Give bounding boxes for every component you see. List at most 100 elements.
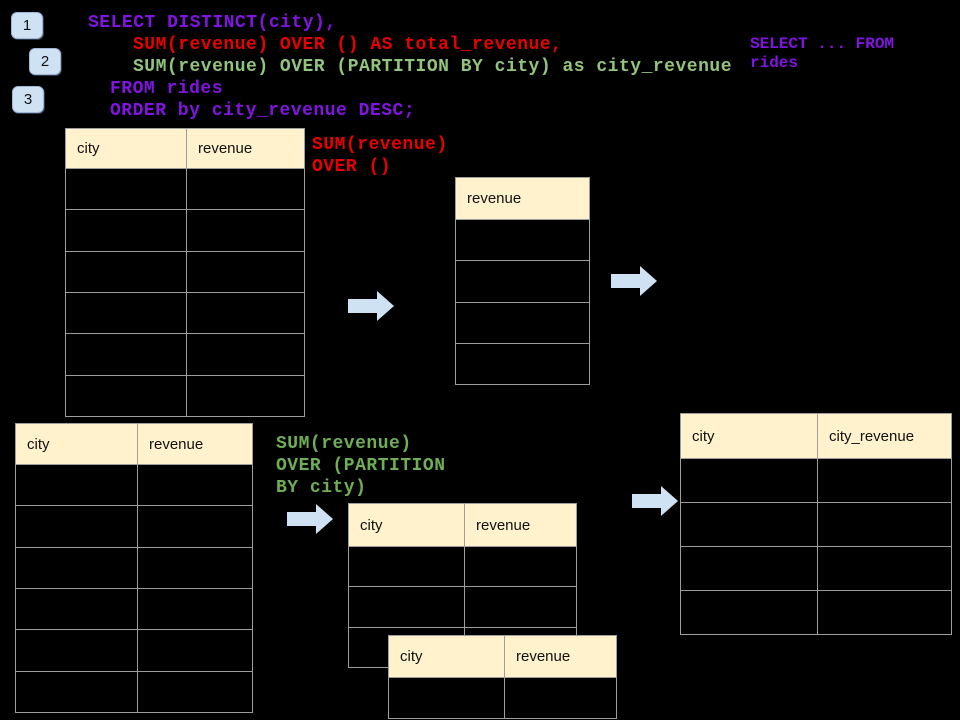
table-cell [16,548,137,588]
table-cell [137,630,252,671]
table-cell [137,588,252,630]
table-cell [817,503,951,546]
table-cell [504,678,616,718]
table-body [389,678,616,718]
table-cell [186,210,304,251]
table-cell [681,459,817,502]
annotation-partition-over: SUM(revenue) OVER (PARTITION BY city) [276,433,446,499]
table-cell [137,671,252,712]
table-row [66,210,304,252]
table-partition-back: city revenue [388,635,617,719]
column-header-revenue: revenue [504,636,616,677]
table-cell [464,547,576,587]
column-header-revenue: revenue [467,190,522,207]
column-header-city: city [400,648,423,665]
table-cell [137,547,252,588]
step-badge-2: 2 [29,48,61,75]
sql-line-partition: SUM(revenue) OVER (PARTITION BY city) as… [133,57,732,77]
table-rides-top: city revenue [65,128,305,417]
table-body [66,169,304,416]
table-cell [817,459,951,502]
table-row [66,292,304,335]
table-cell [389,678,504,718]
table-cell [456,303,589,343]
table-row [456,303,589,344]
flow-arrow-icon [348,291,394,321]
table-cell [349,547,464,586]
table-cell [456,261,589,301]
table-row [389,678,616,718]
step-badge-3: 3 [12,86,44,113]
table-cell [66,169,186,209]
table-cell [16,672,137,712]
arrow-head [316,504,333,534]
table-cell [16,506,137,546]
table-cell [681,591,817,634]
side-note-line2: rides [750,54,799,72]
annotation-partition-line3: BY city) [276,478,367,498]
table-cell [16,630,137,670]
table-header-row: city revenue [16,424,252,465]
table-cell [16,465,137,505]
table-row [16,588,252,631]
table-row [66,169,304,211]
annotation-partition-line1: SUM(revenue) [276,434,412,454]
table-cell [456,344,589,384]
table-header-row: city city_revenue [681,414,951,459]
table-cell [16,589,137,629]
table-row [16,671,252,712]
table-row [16,465,252,507]
table-partition-front: city revenue [348,503,577,668]
table-cell [137,506,252,547]
table-header-row: city revenue [389,636,616,678]
arrow-head [640,266,657,296]
table-cell [456,220,589,260]
table-row [66,334,304,376]
table-body [681,459,951,634]
table-row [16,506,252,548]
table-cell [681,547,817,590]
table-cell [137,465,252,506]
annotation-total-line2: OVER () [312,157,392,177]
table-row [16,630,252,672]
table-cell [66,210,186,250]
column-header-city-revenue: city_revenue [817,414,951,458]
table-row [349,587,576,628]
annotation-total-line1: SUM(revenue) [312,135,448,155]
column-header-city: city [692,427,715,445]
column-header-city: city [360,516,383,534]
table-row [681,591,951,634]
annotation-total-over: SUM(revenue) OVER () [312,134,448,178]
flow-arrow-icon [287,504,333,534]
table-cell [349,587,464,626]
sql-side-note: SELECT ... FROM rides [750,35,894,73]
table-city-revenue-result: city city_revenue [680,413,952,635]
table-row [456,220,589,262]
sql-line-total-revenue: SUM(revenue) OVER () AS total_revenue, [133,35,563,55]
table-row [16,547,252,589]
table-cell [817,547,951,590]
table-cell [681,503,817,546]
column-header-revenue: revenue [137,424,252,464]
arrow-shaft [287,512,317,526]
table-cell [66,376,186,416]
annotation-partition-line2: OVER (PARTITION [276,456,446,476]
table-header-row: revenue [456,178,589,220]
arrow-shaft [348,299,378,313]
table-rides-bottom: city revenue [15,423,253,713]
sql-line-from: FROM rides [110,79,224,99]
step-badge-1: 1 [11,12,43,39]
table-row [66,375,304,416]
table-cell [66,293,186,333]
column-header-city: city [77,140,100,157]
table-row [681,547,951,591]
table-cell [66,334,186,374]
column-header-revenue: revenue [186,129,304,168]
table-row [456,261,589,303]
flow-arrow-icon [611,266,657,296]
flow-arrow-icon [632,486,678,516]
table-row [681,503,951,547]
table-header-row: city revenue [66,129,304,169]
table-total-revenue-result: revenue [455,177,590,385]
